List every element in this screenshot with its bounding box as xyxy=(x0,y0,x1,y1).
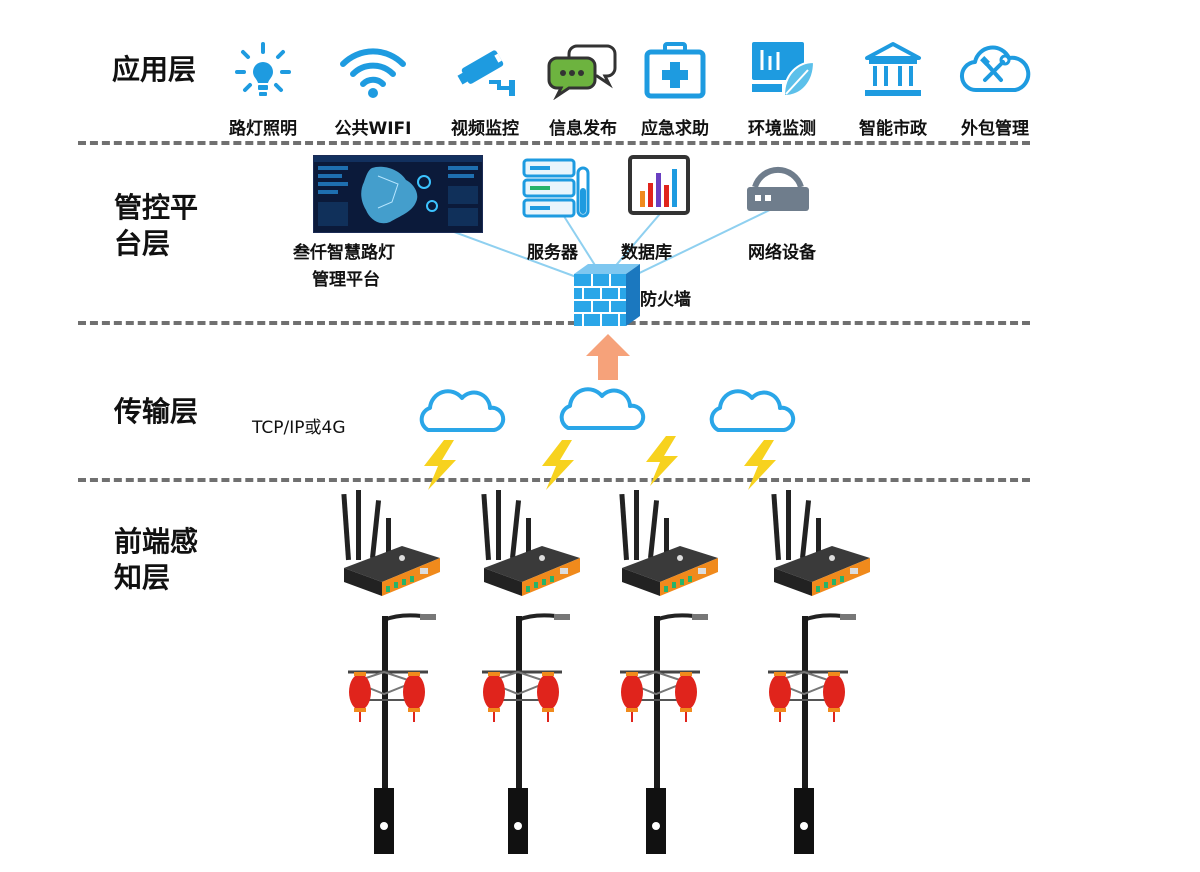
smart-street-lamp-icon xyxy=(348,613,436,854)
app-label: 视频监控 xyxy=(451,119,519,139)
dashboard-label-line2: 管理平台 xyxy=(312,270,380,290)
app-video-surveillance: 视频监控 xyxy=(430,40,540,139)
street-light-bulb-icon xyxy=(235,42,291,96)
app-environment-monitoring: 环境监测 xyxy=(727,40,837,139)
layer-label-platform: 管控平台层 xyxy=(114,191,199,260)
layer-label-application: 应用层 xyxy=(112,53,197,86)
firewall-label: 防火墙 xyxy=(640,290,691,310)
leaf-monitor-icon xyxy=(752,42,816,98)
app-label: 外包管理 xyxy=(961,119,1029,139)
app-info-release: 信息发布 xyxy=(528,40,638,139)
app-public-wifi: 公共WIFI xyxy=(318,40,428,139)
app-label: 公共WIFI xyxy=(334,119,412,139)
iot-gateway-icon xyxy=(341,490,440,596)
app-emergency-help: 应急求助 xyxy=(620,40,730,139)
database-chart-icon xyxy=(628,155,690,215)
layer-divider-1 xyxy=(78,141,1030,145)
app-label: 智能市政 xyxy=(859,119,927,139)
iot-gateway-icon xyxy=(771,490,870,596)
iot-gateway-icon xyxy=(619,490,718,596)
upload-arrow-icon xyxy=(586,334,630,380)
app-label: 环境监测 xyxy=(748,119,816,139)
layer-divider-2 xyxy=(78,321,1030,325)
dashboard-map-graphic xyxy=(314,156,482,226)
smart-street-lamp-icon xyxy=(768,613,856,854)
cloud-tools-icon xyxy=(959,45,1031,93)
cloud-icon xyxy=(419,389,506,432)
app-label: 信息发布 xyxy=(549,119,617,139)
government-building-icon xyxy=(865,42,921,96)
wifi-icon xyxy=(340,48,406,98)
network-router-icon xyxy=(747,166,809,211)
server-icon xyxy=(522,158,590,218)
app-outsourcing-management: 外包管理 xyxy=(940,40,1050,139)
smart-street-lamp-icon xyxy=(620,613,708,854)
chat-bubbles-icon xyxy=(547,44,617,100)
lightning-bolt-icon xyxy=(646,436,678,486)
iot-gateway-icon xyxy=(481,490,580,596)
first-aid-kit-icon xyxy=(644,42,706,99)
dashboard-label-line1: 叁仟智慧路灯 xyxy=(293,243,395,263)
lightning-bolt-icon xyxy=(542,440,574,490)
app-smart-municipal: 智能市政 xyxy=(838,40,948,139)
firewall-icon xyxy=(574,264,640,326)
surveillance-camera-icon xyxy=(457,50,515,96)
management-dashboard-image xyxy=(313,155,483,233)
cloud-icon xyxy=(709,389,796,432)
cloud-icon xyxy=(559,387,646,430)
app-street-lighting: 路灯照明 xyxy=(208,40,318,139)
server-label: 服务器 xyxy=(527,243,578,263)
database-label: 数据库 xyxy=(621,243,672,263)
network-device-label: 网络设备 xyxy=(748,243,816,263)
smart-street-lamp-icon xyxy=(482,613,570,854)
lightning-bolt-icon xyxy=(744,440,776,490)
layer-label-transport: 传输层 xyxy=(114,395,199,428)
layer-label-perception: 前端感知层 xyxy=(114,525,199,594)
lightning-bolt-icon xyxy=(424,440,456,490)
app-label: 路灯照明 xyxy=(229,119,297,139)
app-label: 应急求助 xyxy=(641,119,709,139)
transport-protocol-label: TCP/IP或4G xyxy=(252,418,346,438)
